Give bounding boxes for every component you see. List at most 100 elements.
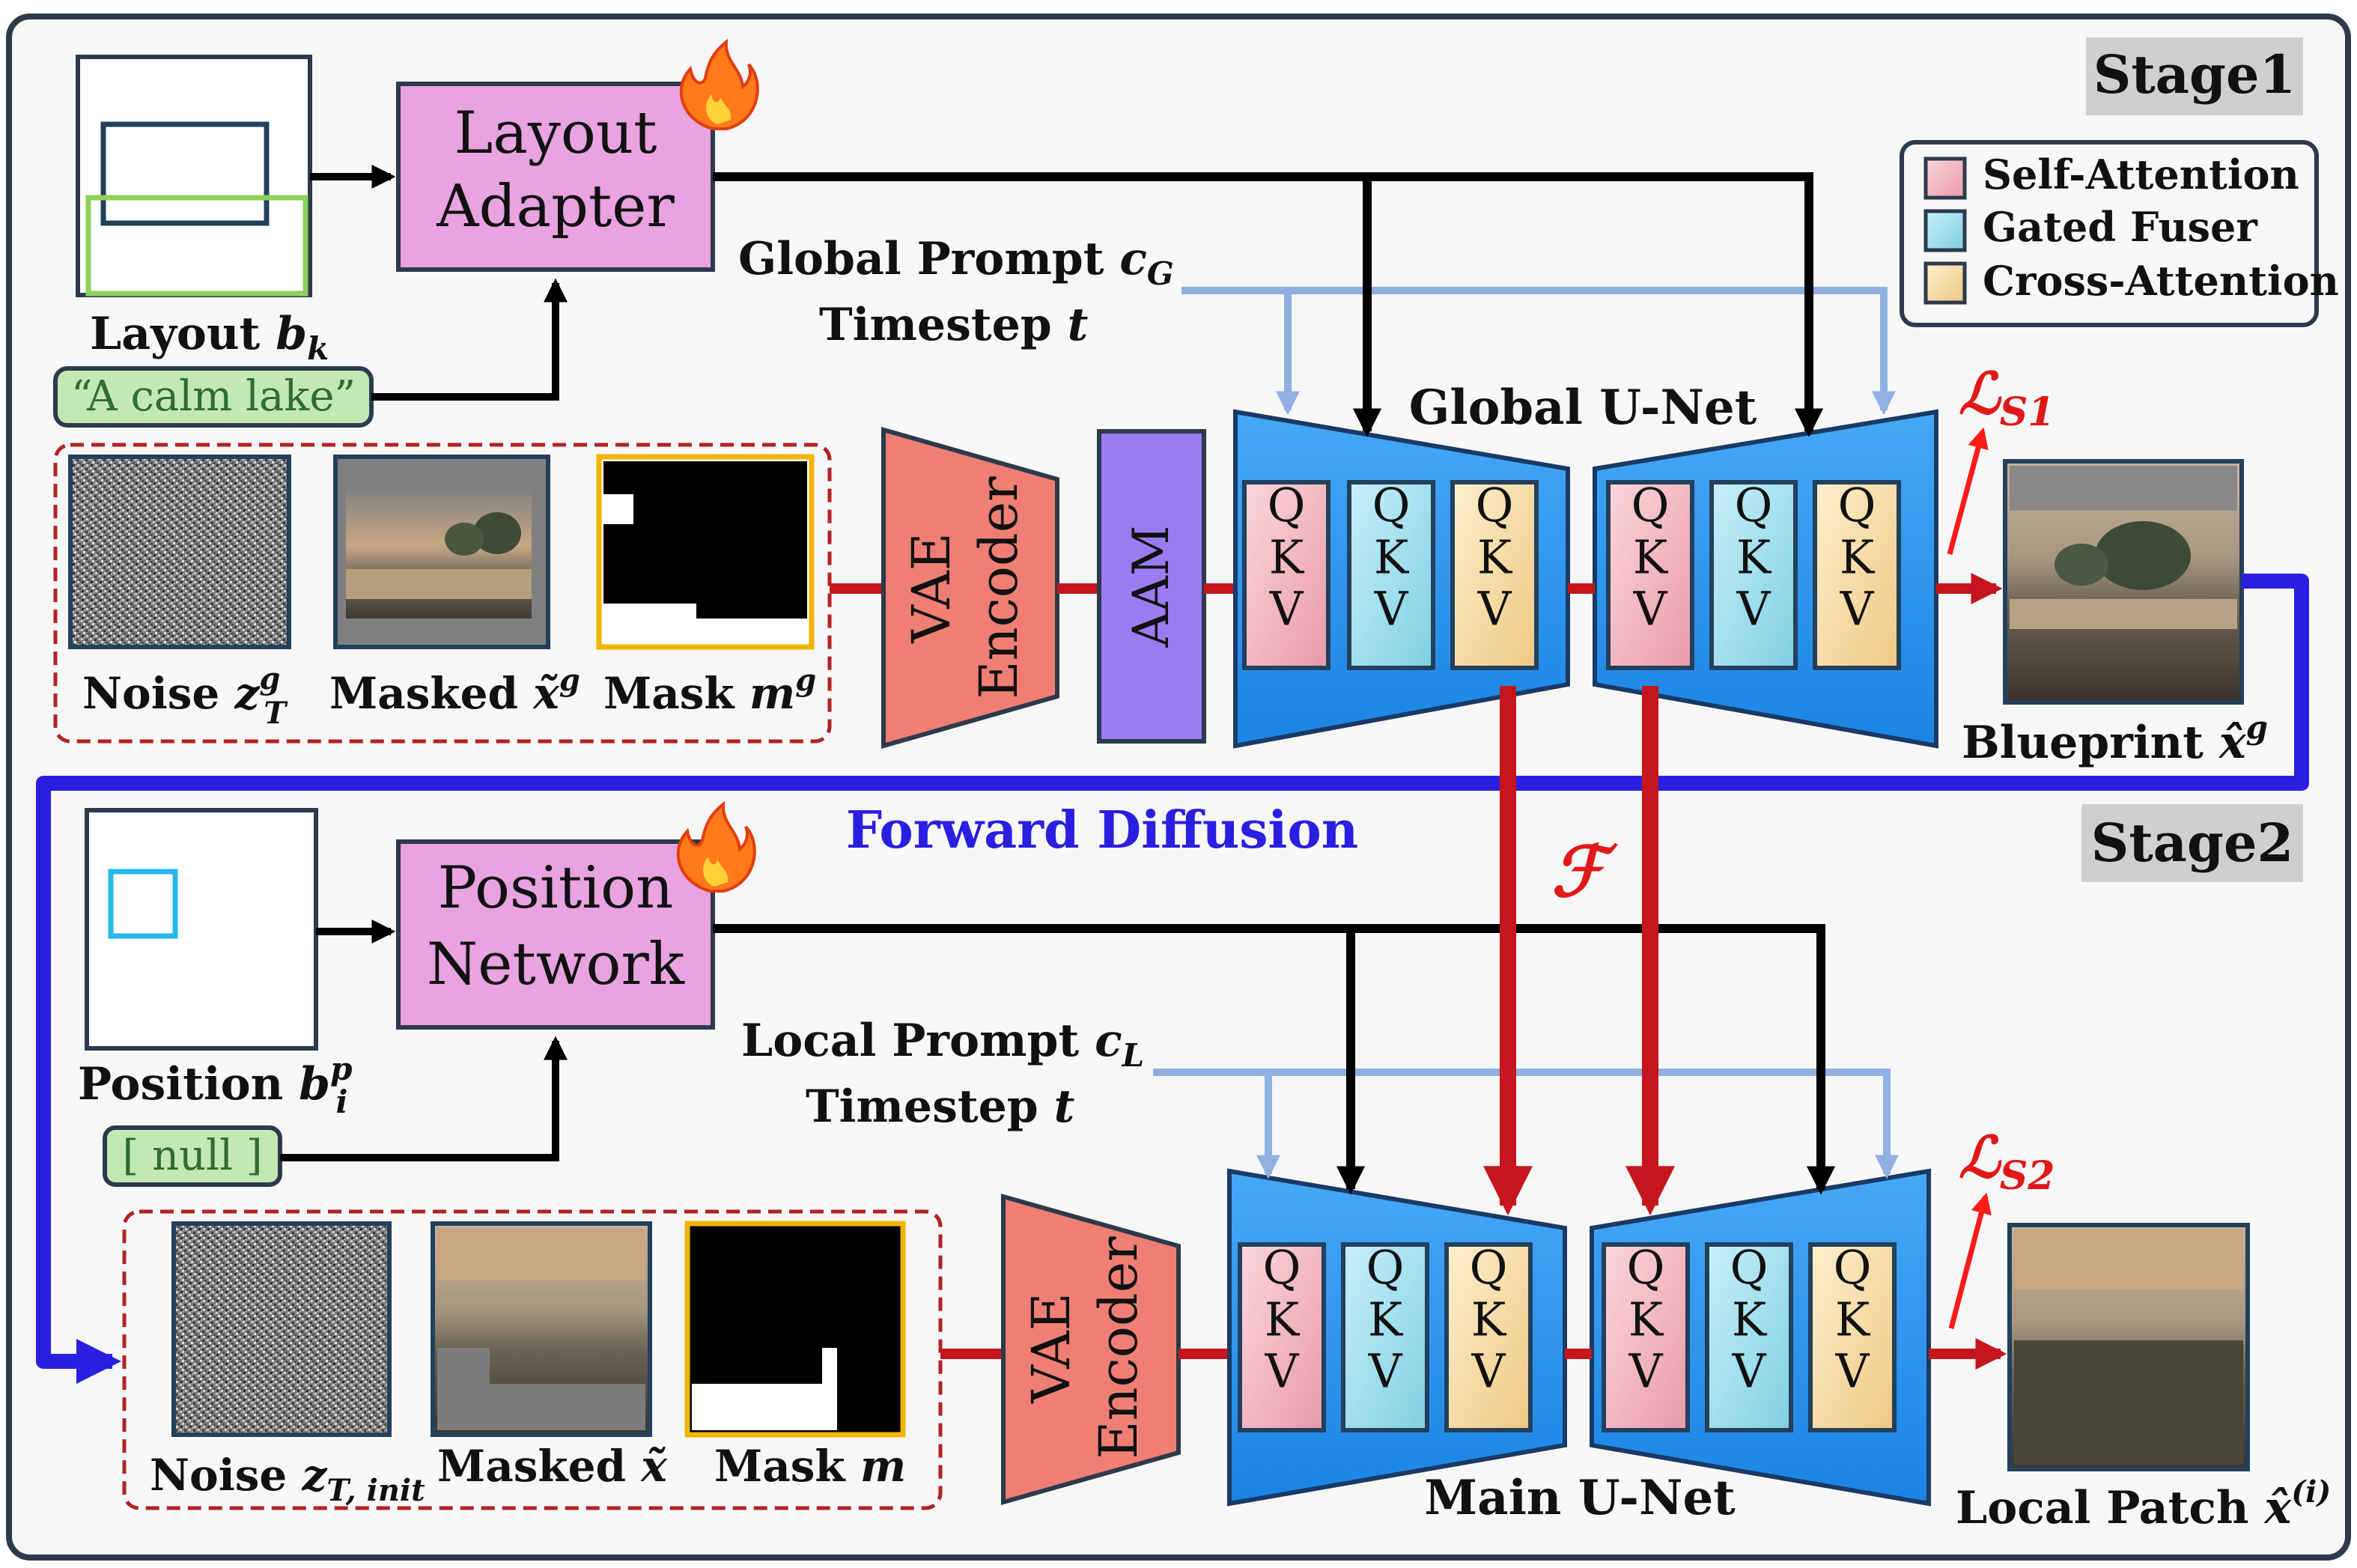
input-group-2 xyxy=(122,1209,943,1510)
arrow-null-to-network xyxy=(280,1036,568,1161)
qkv-letter-v: V xyxy=(1471,1344,1506,1399)
timestep-label-1: Timestep t xyxy=(819,299,1089,351)
qkv-letter-q: Q xyxy=(1366,1240,1405,1295)
qkv-letter-k: K xyxy=(1732,1292,1768,1346)
masked-label-1: Masked x̃g xyxy=(329,663,580,719)
network-to-unet-arrow xyxy=(713,924,1836,1195)
cross-attention-block: QKV xyxy=(1444,1240,1533,1432)
self-attention-block: QKV xyxy=(1238,1240,1326,1432)
qkv-letter-v: V xyxy=(1736,582,1771,636)
position-canvas xyxy=(85,808,318,1051)
qkv-letter-v: V xyxy=(1732,1344,1767,1399)
loss-s2-label: ℒS2 xyxy=(1959,1124,2055,1199)
qkv-letter-k: K xyxy=(1835,1292,1871,1346)
position-network-box xyxy=(396,839,715,1030)
input-group-1 xyxy=(53,443,832,744)
qkv-letter-q: Q xyxy=(1730,1240,1768,1295)
qkv-letter-v: V xyxy=(1368,1344,1403,1399)
qkv-letter-k: K xyxy=(1374,529,1410,584)
qkv-letter-k: K xyxy=(1265,1292,1301,1346)
noise-image-2 xyxy=(171,1221,392,1437)
position-box-marker xyxy=(108,869,178,939)
gated-fuser-block: QKV xyxy=(1705,1240,1793,1432)
qkv-letter-q: Q xyxy=(1470,1240,1508,1295)
position-network-line2: Network xyxy=(427,931,685,998)
forward-diffusion-label: Forward Diffusion xyxy=(846,800,1358,860)
qkv-letter-k: K xyxy=(1269,529,1305,584)
legend-self-attention-swatch xyxy=(1923,157,1967,200)
layout-canvas xyxy=(76,55,312,297)
adapter-to-unet-arrow xyxy=(713,172,1824,437)
qkv-letter-k: K xyxy=(1368,1292,1404,1346)
qkv-letter-v: V xyxy=(1374,582,1409,636)
vae-encoder-1-line2: Encoder xyxy=(968,476,1030,699)
qkv-letter-v: V xyxy=(1840,582,1875,636)
masked-image-2 xyxy=(431,1221,652,1437)
layout-adapter-line1: Layout xyxy=(454,100,657,167)
masked-label-2: Masked x̃ xyxy=(437,1441,668,1492)
qkv-letter-k: K xyxy=(1471,1292,1507,1346)
masked-image-1 xyxy=(333,455,550,649)
local-patch-image xyxy=(2007,1223,2250,1471)
blueprint-image xyxy=(2003,459,2244,705)
noise-label-2: Noise zT, init xyxy=(150,1450,425,1508)
mask-label-1: Mask mg xyxy=(603,663,816,719)
null-text: [ null ] xyxy=(122,1131,262,1180)
qkv-letter-q: Q xyxy=(1834,1240,1872,1295)
mask-image-1 xyxy=(596,454,815,650)
qkv-letter-q: Q xyxy=(1476,478,1514,532)
qkv-letter-q: Q xyxy=(1263,1240,1301,1295)
stage1-label: Stage1 xyxy=(2093,43,2296,106)
self-attention-block: QKV xyxy=(1242,478,1330,670)
forward-diffusion-path xyxy=(36,574,2309,1384)
qkv-letter-v: V xyxy=(1628,1344,1664,1399)
gated-fuser-block: QKV xyxy=(1341,1240,1429,1432)
stage1-badge xyxy=(2086,37,2303,115)
qkv-letter-k: K xyxy=(1736,529,1772,584)
global-unet-label: Global U-Net xyxy=(1409,380,1757,436)
local-patch-label: Local Patch x̂(i) xyxy=(1956,1474,2331,1534)
qkv-letter-k: K xyxy=(1633,529,1669,584)
qkv-letter-v: V xyxy=(1265,1344,1300,1399)
qkv-letter-q: Q xyxy=(1627,1240,1665,1295)
main-unet-label: Main U-Net xyxy=(1424,1470,1736,1526)
aam-box xyxy=(1097,429,1206,744)
loss-s1-arrow xyxy=(1947,427,1989,555)
qkv-letter-v: V xyxy=(1269,582,1304,636)
stage2-badge xyxy=(2081,804,2303,882)
qkv-letter-q: Q xyxy=(1372,478,1411,532)
qkv-letter-q: Q xyxy=(1631,478,1670,532)
qkv-letter-v: V xyxy=(1835,1344,1870,1399)
legend-cross-attention: Cross-Attention xyxy=(1983,257,2339,305)
gated-fuser-block: QKV xyxy=(1347,478,1435,670)
qkv-letter-v: V xyxy=(1477,582,1512,636)
timestep-label-2: Timestep t xyxy=(806,1081,1075,1133)
loss-s1-label: ℒS1 xyxy=(1959,360,2055,435)
noise-image-1 xyxy=(68,455,291,649)
arrow-caption-to-adapter xyxy=(371,278,568,401)
caption-text: “A calm lake” xyxy=(71,372,356,421)
self-attention-block: QKV xyxy=(1606,478,1694,670)
legend-gated-fuser-swatch xyxy=(1923,209,1967,252)
layout-label: Layout bk xyxy=(90,308,329,367)
position-network-line1: Position xyxy=(438,854,674,922)
global-prompt-arrow xyxy=(1181,287,1897,416)
qkv-letter-k: K xyxy=(1628,1292,1664,1346)
qkv-letter-v: V xyxy=(1633,582,1668,636)
local-prompt-label: Local Prompt cL xyxy=(741,1015,1144,1074)
global-prompt-label: Global Prompt cG xyxy=(738,233,1174,292)
blueprint-label: Blueprint x̂g xyxy=(1962,709,2268,769)
qkv-letter-k: K xyxy=(1477,529,1513,584)
legend: Self-Attention Gated Fuser Cross-Attenti… xyxy=(1900,140,2339,327)
qkv-letter-k: K xyxy=(1840,529,1876,584)
cross-attention-block: QKV xyxy=(1808,1240,1897,1432)
mask-label-2: Mask m xyxy=(714,1441,906,1492)
legend-self-attention: Self-Attention xyxy=(1983,151,2299,198)
vae-encoder-1-line1: VAE xyxy=(901,532,962,643)
qkv-letter-q: Q xyxy=(1268,478,1306,532)
vae-encoder-2-line2: Encoder xyxy=(1088,1236,1149,1459)
